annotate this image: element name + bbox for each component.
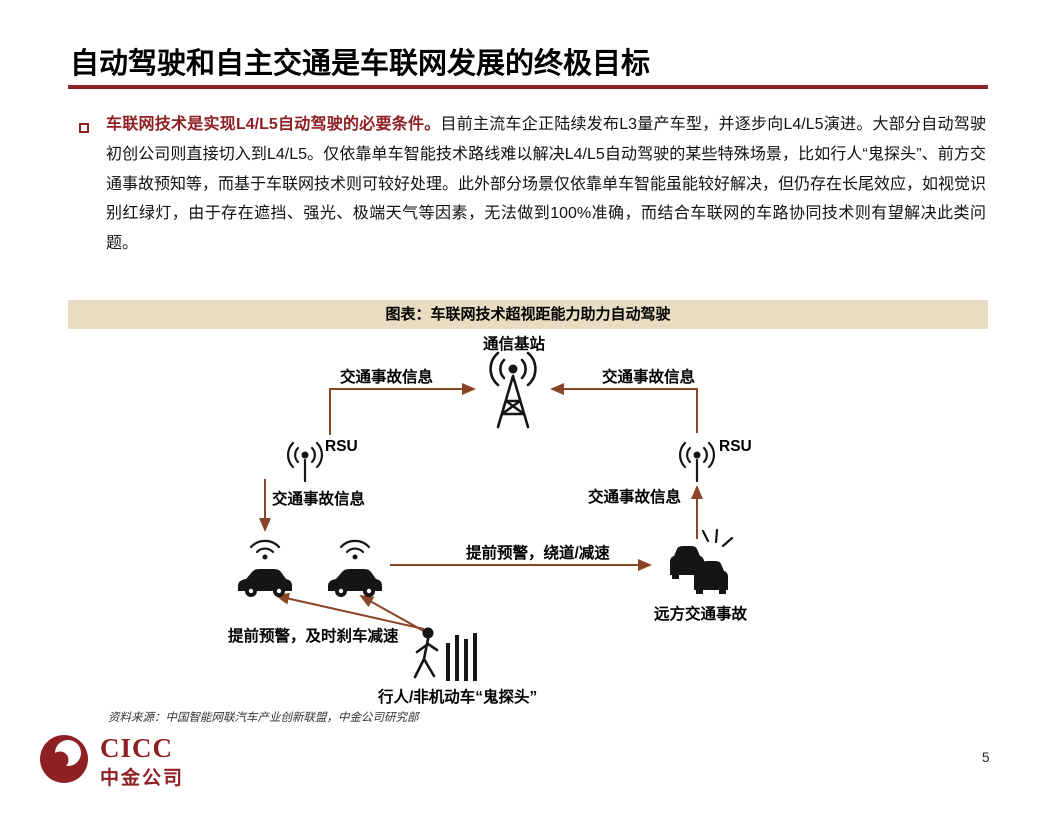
logo-wordmark: CICC [100, 733, 174, 763]
bullet-body: 目前主流车企正陆续发布L3量产车型，并逐步向L4/L5演进。大部分自动驾驶初创公… [106, 116, 987, 252]
arrow-right-rsu-to-base [550, 383, 698, 433]
page-number: 5 [982, 750, 990, 765]
source-note: 资料来源：中国智能网联汽车产业创新联盟，中金公司研究部 [108, 712, 419, 724]
diagram-canvas [236, 351, 734, 681]
pedestrian-icon [413, 627, 477, 681]
bullet-lead: 车联网技术是实现L4/L5自动驾驶的必要条件。 [106, 116, 441, 133]
label-info-top-left: 交通事故信息 [340, 369, 434, 386]
label-info-down-right: 交通事故信息 [588, 489, 682, 506]
bullet-paragraph: 车联网技术是实现L4/L5自动驾驶的必要条件。目前主流车企正陆续发布L3量产车型… [106, 110, 986, 259]
label-rsu-right: RSU [719, 438, 752, 455]
arrow-pedestrian-to-car-2 [359, 595, 430, 635]
label-info-top-right: 交通事故信息 [602, 369, 696, 386]
label-base-station: 通信基站 [483, 336, 546, 353]
cicc-logo [40, 735, 88, 783]
logo-chinese-name: 中金公司 [100, 768, 185, 789]
label-warning-brake: 提前预警，及时刹车减速 [228, 628, 399, 645]
label-pedestrian: 行人/非机动车“鬼探头” [378, 689, 538, 706]
v2x-diagram: 通信基站 交通事故信息 交通事故信息 RSU RSU 交通事故信息 交通事故信息… [68, 329, 988, 706]
label-remote-accident: 远方交通事故 [654, 606, 748, 623]
bullet-marker [79, 123, 89, 133]
label-warning-detour: 提前预警，绕道/减速 [466, 545, 610, 562]
accident-icon [670, 528, 734, 594]
arrow-left-rsu-to-base [329, 383, 476, 435]
label-info-down-left: 交通事故信息 [272, 491, 366, 508]
title-rule [68, 85, 988, 89]
arrow-pedestrian-to-car-1 [275, 592, 425, 630]
car-icon-1 [236, 539, 294, 599]
page-title: 自动驾驶和自主交通是车联网发展的终极目标 [70, 48, 651, 80]
rsu-right-icon [678, 441, 716, 483]
rsu-left-icon [286, 441, 324, 483]
label-rsu-left: RSU [325, 438, 358, 455]
car-icon-2 [326, 539, 384, 599]
base-station-icon [489, 351, 537, 429]
figure-title-bar: 图表：车联网技术超视距能力助力自动驾驶 [68, 300, 988, 329]
